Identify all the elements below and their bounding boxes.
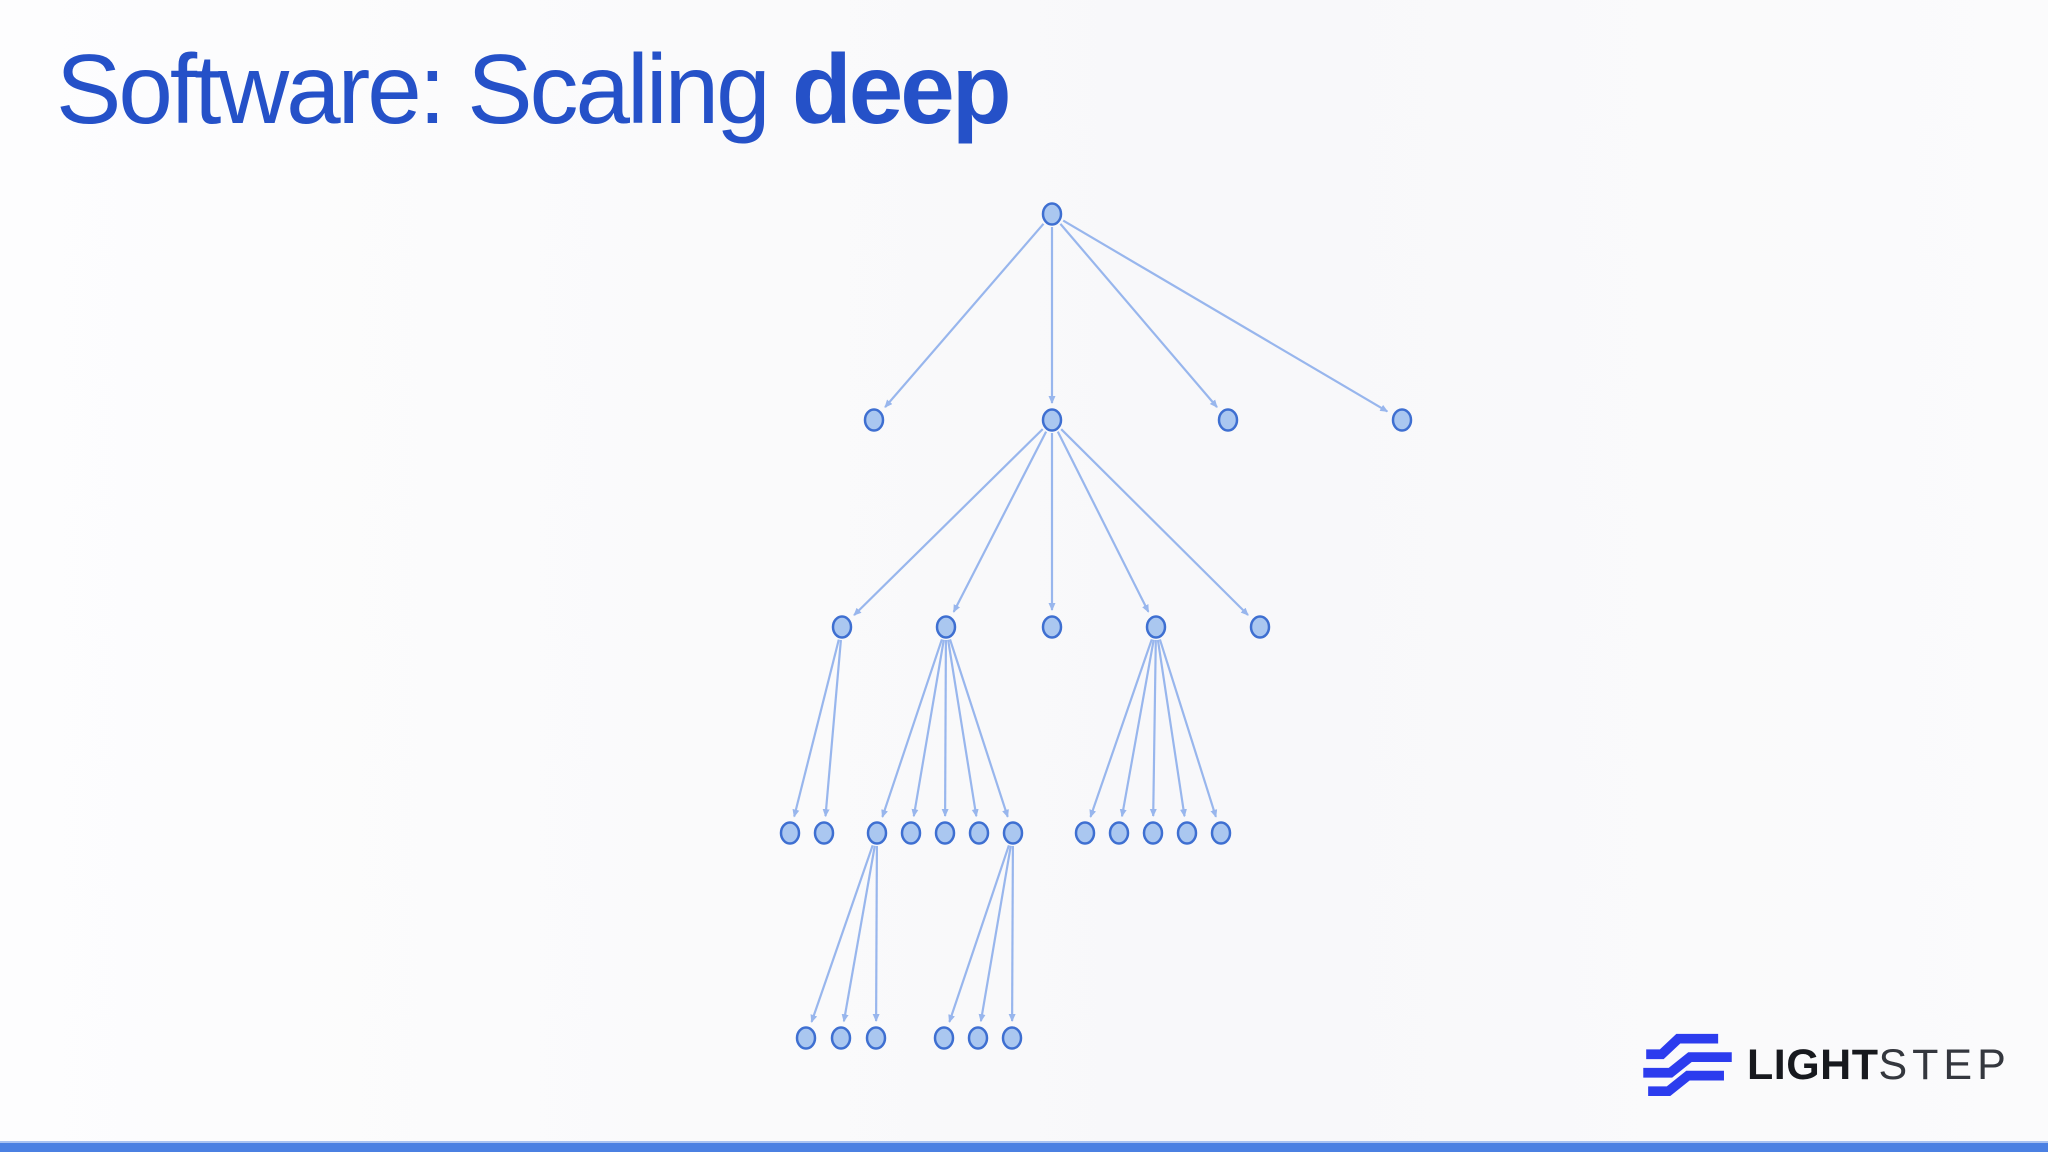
tree-edge (1008, 845, 1016, 1022)
tree-edge (1149, 639, 1157, 817)
tree-edge (1156, 639, 1187, 818)
tree-node (1108, 821, 1130, 845)
tree-edge (1119, 639, 1155, 818)
tree-edge (948, 639, 1009, 818)
tree-edge (881, 638, 943, 818)
footer-bar (0, 1141, 2048, 1152)
lightstep-logo: LIGHTSTEP (1641, 1028, 2011, 1098)
logo-word-light: LIGHT (1747, 1040, 1879, 1089)
tree-node (1041, 615, 1063, 639)
tree-node (968, 821, 990, 845)
tree-nodes (779, 202, 1413, 1050)
title-regular-text: Software: Scaling (56, 34, 792, 144)
tree-node (1041, 408, 1063, 432)
tree-node (866, 821, 888, 845)
tree-node (900, 821, 922, 845)
tree-node (779, 821, 801, 845)
page-title: Software: Scaling deep (56, 38, 1012, 141)
tree-node (1176, 821, 1198, 845)
tree-edge (911, 639, 945, 818)
tree-edge (978, 845, 1012, 1023)
tree-edge (952, 431, 1048, 613)
tree-node (1002, 821, 1024, 845)
tree-edge (1056, 431, 1150, 613)
lightstep-wordmark: LIGHTSTEP (1747, 1040, 2011, 1087)
tree-node (933, 1026, 955, 1050)
tree-edge (841, 845, 876, 1023)
tree-node (831, 615, 853, 639)
tree-node (1145, 615, 1167, 639)
tree-edge (1060, 428, 1249, 616)
tree-node (1001, 1026, 1023, 1050)
tree-edge (810, 844, 874, 1023)
tree-edge (947, 639, 979, 818)
tree-edge (1059, 223, 1218, 408)
tree-edge (1062, 219, 1389, 413)
tree-node (1249, 615, 1271, 639)
tree-node (1391, 408, 1413, 432)
lightstep-mark-icon (1643, 1033, 1732, 1097)
tree-edge (941, 639, 949, 817)
tree-edge (948, 844, 1010, 1023)
title-emphasis-text: deep (791, 34, 1012, 144)
tree-edge (1158, 639, 1218, 818)
tree-node (830, 1026, 852, 1050)
tree-edge (872, 845, 880, 1022)
tree-node (813, 821, 835, 845)
tree-node (863, 408, 885, 432)
tree-node (967, 1026, 989, 1050)
tree-node (935, 615, 957, 639)
tree-node (1074, 821, 1096, 845)
tree-edge (884, 223, 1045, 408)
tree-node (1210, 821, 1232, 845)
tree-edges (792, 219, 1389, 1023)
tree-node (1217, 408, 1239, 432)
tree-node (795, 1026, 817, 1050)
tree-edge (792, 639, 840, 818)
tree-edge (853, 428, 1044, 616)
tree-node (1041, 202, 1063, 226)
tree-edge (1089, 638, 1153, 818)
tree-node (934, 821, 956, 845)
tree-node (865, 1026, 887, 1050)
tree-edge (822, 639, 842, 818)
tree-node (1142, 821, 1164, 845)
logo-word-step: STEP (1878, 1040, 2011, 1089)
